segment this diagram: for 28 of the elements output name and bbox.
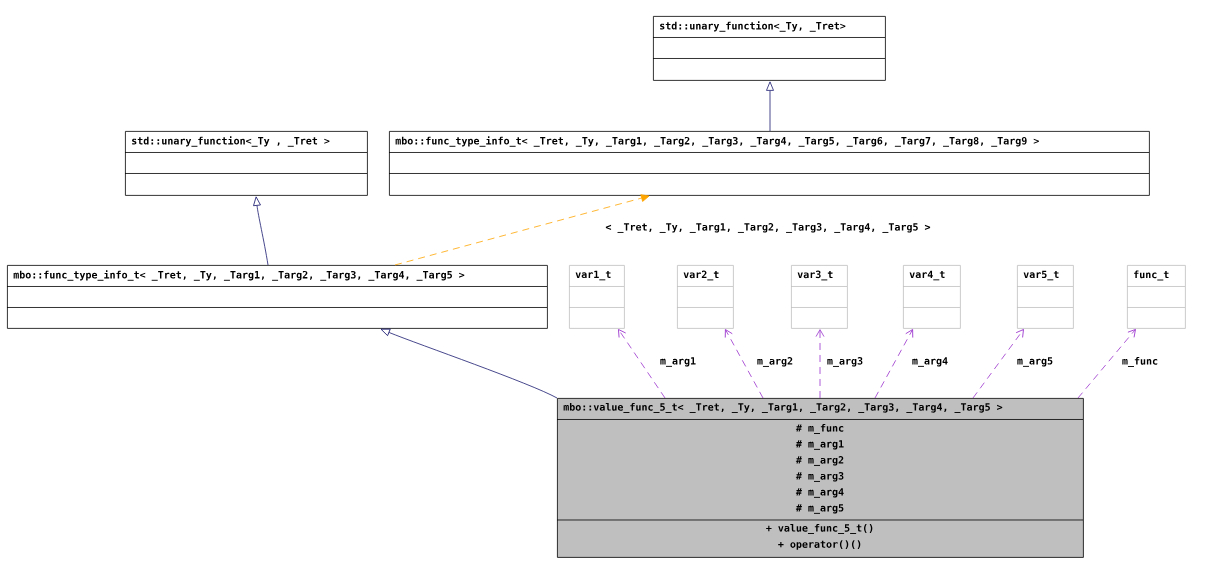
class-box: mbo::func_type_info_t< _Tret, _Ty, _Targ1, _Targ2, _Targ3, _Targ4, _Targ5 > [6, 265, 548, 329]
usage-arrow [394, 194, 650, 266]
class-box: std::unary_function<_Ty , _Tret > [124, 131, 368, 196]
edge-label: < _Tret, _Ty, _Targ1, _Targ2, _Targ3, _Targ4, _Targ5 > [604, 222, 932, 234]
class-box: var1_t [568, 265, 625, 329]
inheritance-arrow [253, 196, 269, 266]
class-box: mbo::value_func_5_t< _Tret, _Ty, _Targ1, _Targ2, _Targ3, _Targ4, _Targ5 > # m_func # m_arg1 # m_arg2 # m_arg3 # m_arg4 # m_arg5 + value_func_5_t() + operator()() [556, 398, 1084, 558]
class-box: func_t [1126, 265, 1186, 329]
class-box: var2_t [676, 265, 734, 329]
edge-label: m_arg2 [755, 356, 795, 368]
class-box: mbo::func_type_info_t< _Tret, _Ty, _Targ1, _Targ2, _Targ3, _Targ4, _Targ5, _Targ6, _Targ7, _Targ8, _Targ9 > [388, 131, 1150, 196]
edge-label: m_func [1120, 356, 1160, 368]
usage-arrow [874, 329, 914, 399]
usage-arrow [972, 329, 1024, 399]
class-box: var3_t [790, 265, 848, 329]
class-box: var5_t [1016, 265, 1074, 329]
class-box: std::unary_function<_Ty, _Tret> [652, 16, 886, 81]
usage-arrow [815, 329, 825, 399]
edge-label: m_arg5 [1015, 356, 1055, 368]
usage-arrow [724, 329, 764, 399]
edge-label: m_arg4 [910, 356, 950, 368]
edge-label: m_arg3 [825, 356, 865, 368]
usage-arrow [618, 329, 666, 399]
class-box: var4_t [902, 265, 961, 329]
inheritance-arrow [380, 328, 558, 399]
usage-arrow [1077, 329, 1136, 399]
edge-label: m_arg1 [658, 356, 698, 368]
inheritance-arrow [766, 81, 774, 132]
